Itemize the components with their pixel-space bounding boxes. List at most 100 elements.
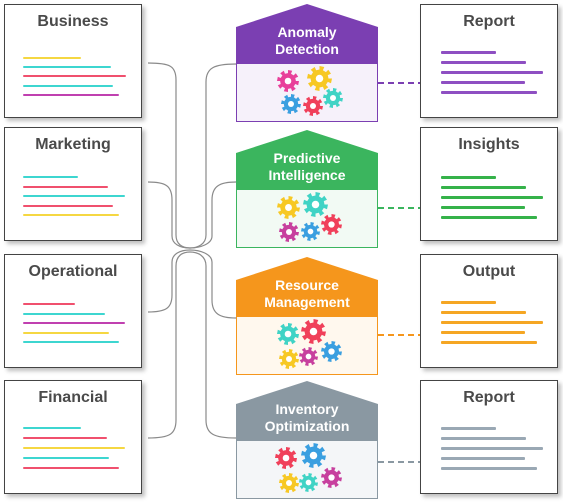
gear-icon [279, 473, 299, 498]
gear-icon [299, 473, 318, 497]
text-line [23, 205, 113, 207]
house-body [236, 317, 378, 375]
text-line [441, 196, 543, 199]
text-line [23, 447, 125, 449]
text-line [23, 57, 81, 59]
text-line [441, 301, 496, 304]
text-line [441, 447, 543, 450]
house-body [236, 64, 378, 122]
gear-icon [275, 447, 297, 474]
gear-icon [321, 467, 342, 493]
input-title: Business [37, 13, 109, 30]
output-card-output: Output [420, 254, 558, 368]
text-line [23, 66, 111, 68]
text-line [23, 341, 119, 343]
brace-business [147, 62, 191, 249]
input-card-financial: Financial [4, 380, 142, 494]
text-line [23, 85, 113, 87]
text-line [441, 437, 526, 440]
gear-icon [303, 192, 328, 222]
output-card-report: Report [420, 4, 558, 118]
text-line [441, 427, 496, 430]
gear-icon [279, 349, 299, 374]
text-line [23, 94, 119, 96]
text-line [441, 216, 537, 219]
text-line [23, 457, 109, 459]
brace-to-resource [189, 249, 237, 319]
gear-icon [301, 222, 320, 246]
text-line [441, 341, 537, 344]
output-card-report-2: Report [420, 380, 558, 494]
text-line [441, 467, 537, 470]
text-line [23, 313, 105, 315]
output-card-insights: Insights [420, 127, 558, 241]
brace-operational [147, 249, 191, 313]
brace-marketing [147, 181, 191, 249]
text-line [441, 331, 525, 334]
brace-to-predictive [189, 181, 237, 249]
gear-icon [277, 196, 300, 224]
brace-to-inventory [189, 251, 237, 439]
text-line [441, 457, 525, 460]
house-body [236, 441, 378, 499]
input-card-marketing: Marketing [4, 127, 142, 241]
text-line [441, 186, 526, 189]
gear-icon [323, 88, 343, 113]
text-line [441, 206, 525, 209]
text-line [441, 91, 537, 94]
input-title: Marketing [35, 136, 111, 153]
output-title: Report [463, 13, 515, 30]
output-title: Insights [458, 136, 520, 153]
text-line [441, 176, 496, 179]
text-line [23, 75, 126, 77]
gear-icon [301, 319, 326, 349]
brace-financial [147, 251, 191, 439]
text-line [23, 332, 109, 334]
text-line [23, 467, 119, 469]
gear-icon [281, 94, 301, 119]
text-line [441, 321, 543, 324]
text-line [23, 303, 75, 305]
gear-icon [277, 70, 299, 97]
gear-icon [321, 214, 342, 240]
gear-icon [303, 96, 323, 121]
house-body [236, 190, 378, 248]
gear-icon [277, 323, 299, 350]
text-line [23, 176, 78, 178]
gear-icon [279, 222, 299, 247]
input-title: Financial [38, 389, 108, 406]
gear-icon [299, 347, 318, 371]
input-card-business: Business [4, 4, 142, 118]
text-line [23, 437, 107, 439]
text-line [23, 214, 119, 216]
gear-icon [321, 341, 342, 367]
gear-icon [307, 66, 332, 96]
text-line [441, 71, 543, 74]
text-line [23, 186, 108, 188]
input-title: Operational [28, 263, 118, 280]
input-card-operational: Operational [4, 254, 142, 368]
brace-to-anomaly [189, 63, 237, 249]
text-line [441, 311, 526, 314]
text-line [441, 81, 525, 84]
text-line [23, 195, 125, 197]
text-line [23, 427, 81, 429]
text-line [441, 51, 496, 54]
output-title: Output [462, 263, 516, 280]
gear-icon [301, 443, 326, 473]
text-line [441, 61, 526, 64]
output-title: Report [463, 389, 515, 406]
text-line [23, 322, 125, 324]
